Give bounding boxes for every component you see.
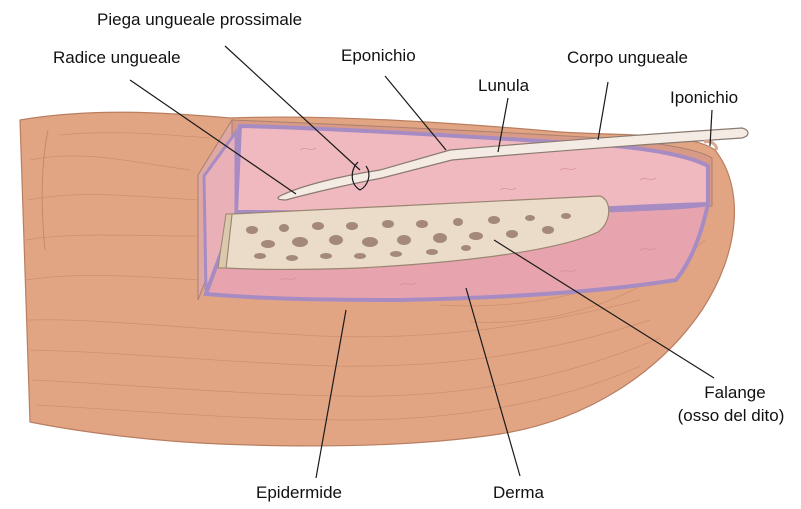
label-falange: Falange xyxy=(685,383,785,403)
label-radice-ungueale: Radice ungueale xyxy=(53,48,181,68)
label-eponichio: Eponichio xyxy=(341,46,416,66)
label-lunula: Lunula xyxy=(478,76,529,96)
label-osso-del-dito: (osso del dito) xyxy=(662,406,800,426)
label-corpo-ungueale: Corpo ungueale xyxy=(567,48,688,68)
label-epidermide: Epidermide xyxy=(256,483,342,503)
label-iponichio: Iponichio xyxy=(670,88,738,108)
label-piega-ungueale-prossimale: Piega ungueale prossimale xyxy=(97,10,302,30)
label-derma: Derma xyxy=(493,483,544,503)
leader-corpo xyxy=(598,82,608,140)
